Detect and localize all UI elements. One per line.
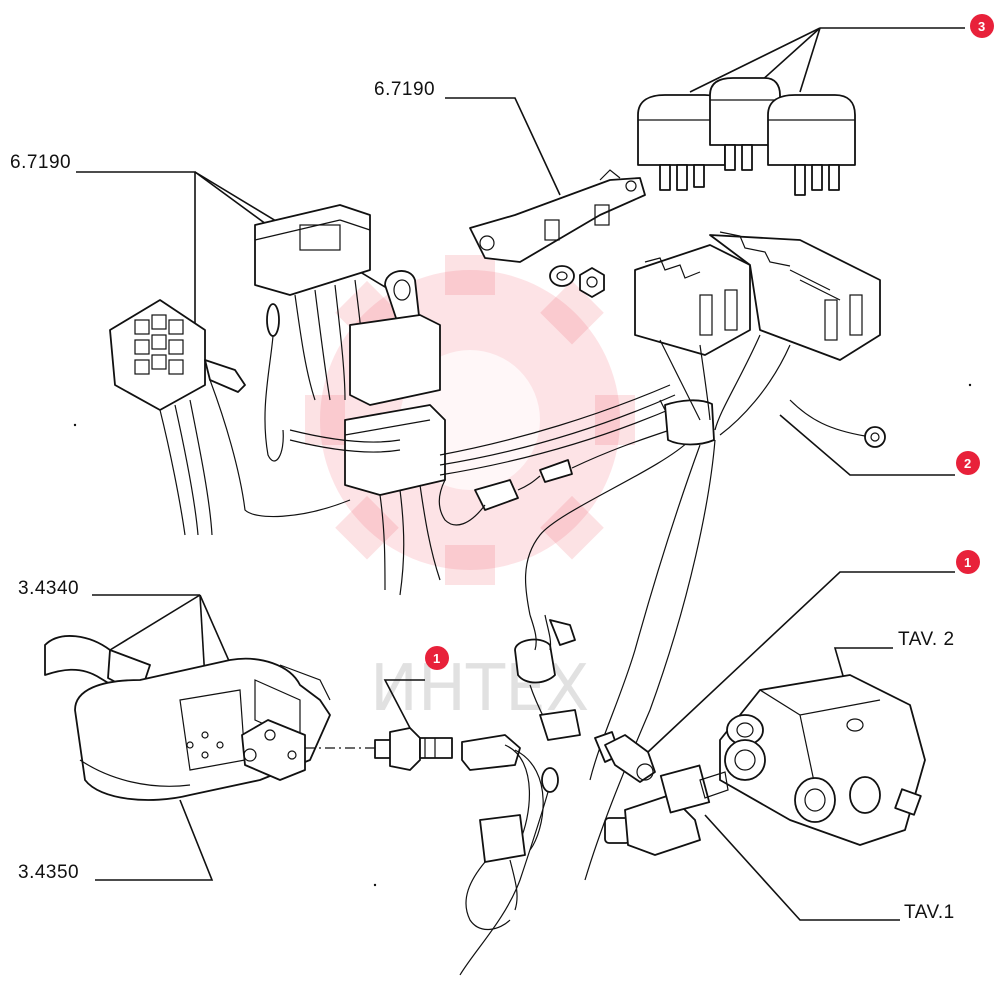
- callout-badge-switch-right: 1: [956, 550, 980, 574]
- switch-connector-plug: [459, 734, 559, 976]
- callout-badge-harness: 2: [956, 451, 980, 475]
- main-wiring-harness: [289, 384, 716, 881]
- inline-connector-bottom: [344, 404, 446, 596]
- speck: [968, 383, 972, 387]
- leader-callout-1-right: [647, 571, 955, 753]
- relay-socket-right: [709, 231, 881, 361]
- label-connector-group: 6.7190: [10, 152, 71, 173]
- relay-mounting-bracket: [469, 169, 646, 263]
- label-relay-bracket: 6.7190: [374, 79, 435, 100]
- pressure-switch-right: [604, 734, 656, 783]
- banjo-fitting: [241, 719, 306, 781]
- leader-relays: [689, 27, 965, 93]
- callout-badge-switch-center: 1: [425, 646, 449, 670]
- svg-text:1: 1: [433, 651, 440, 666]
- six-pin-connector: [109, 299, 213, 536]
- label-tav2: TAV. 2: [898, 629, 955, 650]
- spade-terminals: [204, 359, 351, 518]
- callout-badge-relays: 3: [970, 14, 994, 38]
- valve-block: [719, 674, 926, 846]
- pressure-switch-center: [374, 727, 453, 771]
- leader-callout-2: [779, 414, 955, 476]
- leader-pump-body: [95, 799, 214, 881]
- label-pump-body: 3.4350: [18, 862, 79, 883]
- relay-3: [767, 94, 856, 196]
- label-tav1: TAV.1: [904, 902, 955, 923]
- multi-pin-connector-block: [254, 204, 371, 401]
- svg-text:1: 1: [964, 555, 971, 570]
- svg-text:2: 2: [964, 456, 971, 471]
- leader-tav1: [704, 814, 900, 921]
- speck: [73, 423, 77, 427]
- socket-wires: [659, 334, 886, 448]
- grommet-connector: [514, 614, 621, 763]
- relay-2: [709, 77, 781, 171]
- leader-callout-1-center: [383, 679, 425, 729]
- relay-socket-left: [634, 244, 751, 356]
- ring-terminal-left: [264, 303, 284, 462]
- speck: [373, 883, 377, 887]
- svg-text:3: 3: [978, 19, 985, 34]
- leader-relay-bracket: [445, 97, 561, 196]
- nut-and-washer: [549, 265, 605, 298]
- label-pump-fitting: 3.4340: [18, 578, 79, 599]
- inline-connector-top: [349, 270, 441, 406]
- pressure-sensor-tav1: [604, 764, 729, 856]
